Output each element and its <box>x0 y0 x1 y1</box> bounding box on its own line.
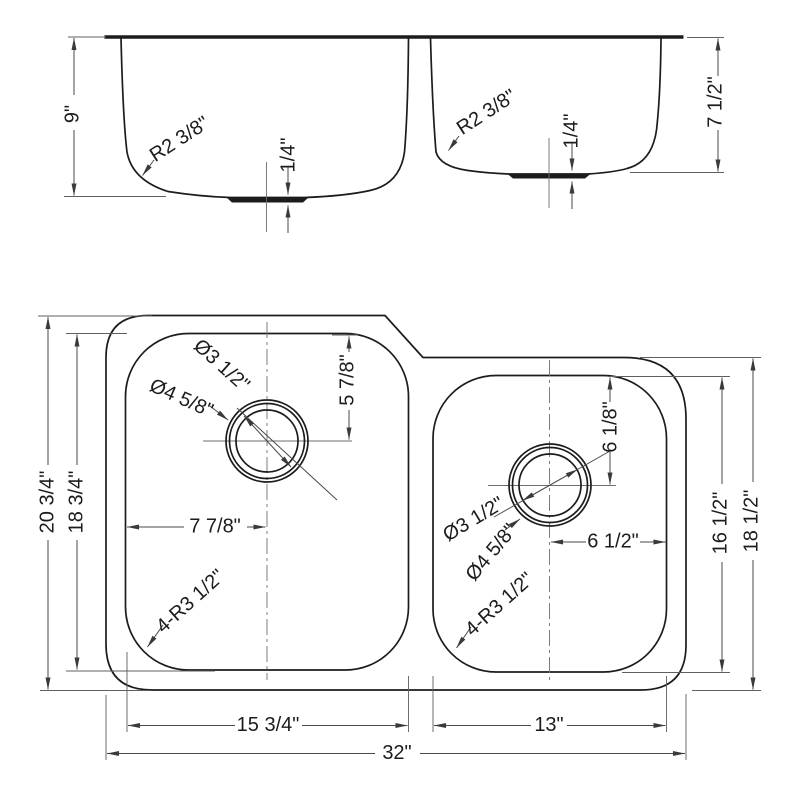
left-drain-hole-circle <box>235 409 299 473</box>
dim-right-bowl-depth: 7 1/2" <box>630 37 726 173</box>
callout-left-bottom-radius: R2 3/8" <box>142 112 213 176</box>
dim-label: 32" <box>382 742 411 764</box>
diameter-line <box>236 407 338 501</box>
left-bowl-profile <box>120 37 410 199</box>
dim-left-drain-from-back: 5 7/8" <box>332 334 358 440</box>
dim-label: 18 1/2" <box>740 490 762 553</box>
section-view: 9" 7 1/2" R2 3/8" R2 3/8" 1/4" <box>61 35 726 233</box>
left-drain-outer-circle <box>228 402 306 480</box>
dim-label: 6 1/2" <box>587 530 639 552</box>
dim-overall-front-to-back: 20 3/4" <box>36 315 152 691</box>
right-bowl-outline <box>432 374 668 673</box>
recess-label: 1/4" <box>277 138 299 173</box>
callout-right-corner-radius: 4-R3 1/2" <box>456 568 538 649</box>
diameter-arrow <box>243 415 268 442</box>
left-bowl-outline <box>124 332 410 671</box>
plan-view: Ø3 1/2" Ø4 5/8" Ø3 1/2" Ø4 5/8" 4-R3 1/2… <box>36 314 762 764</box>
dim-label: 7 7/8" <box>189 515 241 537</box>
right-drain-outer-circle <box>511 446 589 524</box>
dim-label-left-depth: 9" <box>61 105 83 123</box>
dim-overall-width: 32" <box>105 694 687 764</box>
diameter-arrow <box>522 484 551 501</box>
leader-line <box>456 626 472 649</box>
outer-rim-outline <box>105 314 687 691</box>
leader-line <box>209 405 229 421</box>
dim-label: 16 1/2" <box>709 492 731 555</box>
dim-label: 20 3/4" <box>36 471 58 534</box>
diameter-arrow <box>266 440 292 468</box>
dim-right-drain-from-back: 6 1/8" <box>599 376 730 485</box>
leader-line <box>147 624 164 648</box>
dim-right-outer-front-to-back: 18 1/2" <box>640 357 762 691</box>
left-drain-flange-circle <box>225 399 309 483</box>
callout-left-corner-radius: 4-R3 1/2" <box>147 565 229 648</box>
dim-right-recess-depth: 1/4" <box>548 114 582 209</box>
right-drain-hole-circle <box>518 453 582 517</box>
dim-label: 15 3/4" <box>237 714 300 736</box>
dim-right-bowl-width: 13" <box>432 676 667 736</box>
dim-right-bowl-front-to-back: 16 1/2" <box>622 377 731 673</box>
left-drain: Ø3 1/2" Ø4 5/8" <box>146 335 338 501</box>
dim-label: 18 3/4" <box>65 471 87 534</box>
drain-flange-diameter-label: Ø4 5/8" <box>146 375 216 422</box>
dim-left-drain-from-left: 7 7/8" <box>126 515 266 537</box>
dim-label: 6 1/8" <box>599 401 621 453</box>
leader-line <box>504 518 521 531</box>
dim-label: 5 7/8" <box>336 354 358 406</box>
leader-line <box>448 135 460 151</box>
diameter-arrow <box>549 469 578 486</box>
dim-label: 13" <box>534 714 563 736</box>
right-drain: Ø3 1/2" Ø4 5/8" <box>439 443 611 585</box>
dim-right-drain-from-center: 6 1/2" <box>550 530 666 552</box>
dim-label-right-depth: 7 1/2" <box>704 76 726 128</box>
callout-right-bottom-radius: R2 3/8" <box>448 85 520 151</box>
right-bowl-profile <box>429 37 662 175</box>
radius-label: R2 3/8" <box>453 85 520 139</box>
radius-label: R2 3/8" <box>146 112 213 166</box>
right-drain-flange-circle <box>508 443 592 527</box>
corner-radius-label: 4-R3 1/2" <box>152 565 229 637</box>
dim-left-bowl-front-to-back: 18 3/4" <box>65 333 215 672</box>
leader-line <box>142 159 155 176</box>
left-drain-recess <box>226 197 309 203</box>
dim-left-bowl-depth: 9" <box>61 36 166 197</box>
dim-left-bowl-width: 15 3/4" <box>126 652 409 736</box>
drain-diameter-label: Ø3 1/2" <box>189 335 254 396</box>
dim-left-recess-depth: 1/4" <box>266 138 299 233</box>
recess-label: 1/4" <box>560 114 582 149</box>
